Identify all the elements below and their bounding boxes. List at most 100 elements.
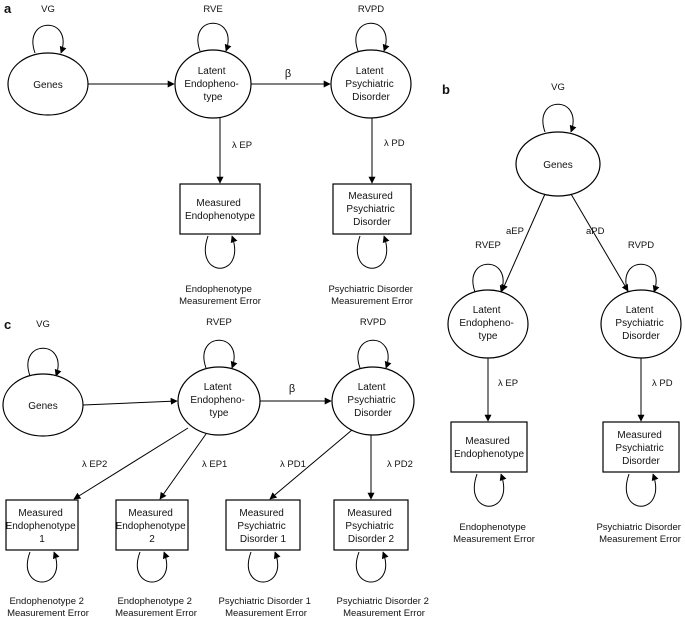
c-measured-ep2-line-1: Measured (128, 508, 172, 519)
b-error-ep-text: Endophenotype Measurement Error (453, 522, 535, 545)
c-latent-pd-line-2: Psychiatric (347, 395, 395, 406)
c-measured-ep2-line-3: 2 (149, 534, 155, 545)
c-error-2-text: Endophenotype 2 Measurement Error (115, 596, 197, 619)
c-measured-ep1-line-3: 1 (39, 534, 45, 545)
c-measured-pd1-text: Measured Psychiatric Disorder 1 (237, 508, 288, 545)
b-apd-arrow (570, 193, 629, 292)
a-latent-ep-line-2: Endopheno- (184, 79, 239, 90)
a-vg-label: VG (41, 4, 55, 15)
a-latent-ep-line-3: type (204, 92, 223, 103)
a-latent-pd-variance-loop (355, 22, 390, 52)
b-measured-ep-box (450, 421, 528, 473)
b-apd-label: aPD (586, 226, 605, 237)
c-error-loop-4 (356, 551, 389, 583)
c-latent-ep-line-1: Latent (204, 382, 232, 393)
b-latent-pd-line-2: Psychiatric (615, 318, 663, 329)
a-latent-pd-line-1: Latent (356, 66, 384, 77)
panel-label-a: a (4, 1, 12, 16)
panel-label-b: b (442, 82, 450, 97)
c-measured-ep2-box (115, 499, 189, 551)
b-latent-ep-variance-loop (472, 263, 507, 293)
c-measured-pd1-line-3: Disorder 1 (240, 534, 287, 545)
b-measured-pd-error-loop (625, 473, 659, 507)
a-latent-pd-node (330, 49, 412, 119)
a-measured-ep-error-loop (204, 235, 238, 269)
c-measured-pd2-line-1: Measured (347, 508, 391, 519)
c-error-2-line-1: Endophenotype 2 (117, 596, 191, 607)
b-error-ep-line-1: Endophenotype (459, 522, 526, 533)
c-lambda-pd1-label: λ PD1 (280, 459, 306, 470)
c-error-loop-3 (248, 551, 281, 583)
c-error-1-text: Endophenotype 2 Measurement Error (7, 596, 89, 619)
b-latent-ep-line-1: Latent (473, 305, 501, 316)
a-measured-pd-line-2: Psychiatric (346, 204, 394, 215)
b-lambda-pd-label: λ PD (652, 378, 673, 389)
c-error-3-line-1: Psychiatric Disorder 1 (218, 596, 310, 607)
c-latent-pd-node (331, 366, 415, 436)
a-error-ep-text: Endophenotype Measurement Error (179, 284, 261, 307)
c-error-4-line-2: Measurement Error (343, 608, 425, 619)
b-measured-pd-text: Measured Psychiatric Disorder (615, 430, 666, 467)
c-measured-ep1-box (5, 499, 79, 551)
c-measured-ep1-line-2: Endophenotype (6, 521, 77, 532)
b-error-pd-line-1: Psychiatric Disorder (596, 522, 680, 533)
c-error-3-line-2: Measurement Error (225, 608, 307, 619)
c-rvep-label: RVEP (206, 317, 232, 328)
a-error-ep-line-1: Endophenotype (185, 284, 252, 295)
c-error-1-line-1: Endophenotype 2 (9, 596, 83, 607)
c-measured-pd1-line-2: Psychiatric (237, 521, 285, 532)
c-vg-label: VG (36, 319, 50, 330)
c-measured-pd2-line-2: Psychiatric (345, 521, 393, 532)
a-latent-ep-line-1: Latent (198, 66, 226, 77)
b-latent-pd-line-3: Disorder (622, 331, 660, 342)
c-error-4-line-1: Psychiatric Disorder 2 (336, 596, 428, 607)
b-latent-ep-text: Latent Endopheno- type (459, 305, 516, 342)
b-measured-pd-line-1: Measured (617, 430, 661, 441)
c-measured-ep1-line-1: Measured (18, 508, 62, 519)
a-rve-label: RVE (203, 4, 222, 15)
b-measured-ep-line-2: Endophenotype (454, 449, 525, 460)
b-genes-node (515, 131, 601, 197)
c-measured-pd2-line-3: Disorder 2 (348, 534, 395, 545)
b-measured-ep-line-1: Measured (465, 436, 509, 447)
a-error-ep-line-2: Measurement Error (179, 296, 261, 307)
c-latent-ep-text: Latent Endopheno- type (190, 382, 247, 419)
a-measured-pd-line-1: Measured (348, 191, 392, 202)
b-rvep-label: RVEP (475, 240, 501, 251)
a-measured-ep-box (179, 183, 261, 235)
a-measured-ep-line-2: Endophenotype (185, 211, 256, 222)
a-measured-pd-error-loop (356, 235, 390, 269)
b-rvpd-label: RVPD (628, 240, 654, 251)
b-latent-pd-line-1: Latent (626, 305, 654, 316)
b-latent-ep-line-3: type (479, 331, 498, 342)
b-vg-label: VG (551, 82, 565, 93)
c-measured-ep1-text: Measured Endophenotype 1 (6, 508, 79, 545)
b-measured-pd-box (602, 421, 680, 473)
c-measured-pd1-box (225, 499, 301, 551)
b-latent-pd-variance-loop (625, 263, 660, 293)
a-latent-pd-line-3: Disorder (352, 92, 390, 103)
a-latent-ep-variance-loop (197, 22, 232, 52)
a-measured-ep-text: Measured Endophenotype (185, 198, 256, 222)
c-lambda-pd1-arrow (269, 429, 353, 500)
c-measured-ep2-line-2: Endophenotype (116, 521, 187, 532)
a-latent-pd-line-2: Psychiatric (345, 79, 393, 90)
a-genes-variance-loop (32, 24, 67, 54)
c-lambda-ep1-label: λ EP1 (202, 459, 227, 470)
b-lambda-ep-label: λ EP (498, 378, 518, 389)
c-latent-pd-variance-loop (357, 339, 392, 369)
c-error-4-text: Psychiatric Disorder 2 Measurement Error (336, 596, 431, 619)
c-rvpd-label: RVPD (360, 317, 386, 328)
a-error-pd-line-1: Psychiatric Disorder (328, 284, 412, 295)
b-measured-pd-line-2: Psychiatric (615, 443, 663, 454)
c-genes-text: Genes (28, 401, 57, 412)
c-genes-variance-loop (27, 347, 62, 377)
c-measured-pd2-text: Measured Psychiatric Disorder 2 (345, 508, 396, 545)
c-lambda-pd2-label: λ PD2 (387, 459, 413, 470)
b-aep-arrow (501, 193, 546, 292)
a-lambda-ep-label: λ EP (232, 140, 252, 151)
a-lambda-pd-label: λ PD (384, 138, 405, 149)
a-beta-label: β (285, 68, 291, 80)
b-error-pd-text: Psychiatric Disorder Measurement Error (596, 522, 683, 545)
